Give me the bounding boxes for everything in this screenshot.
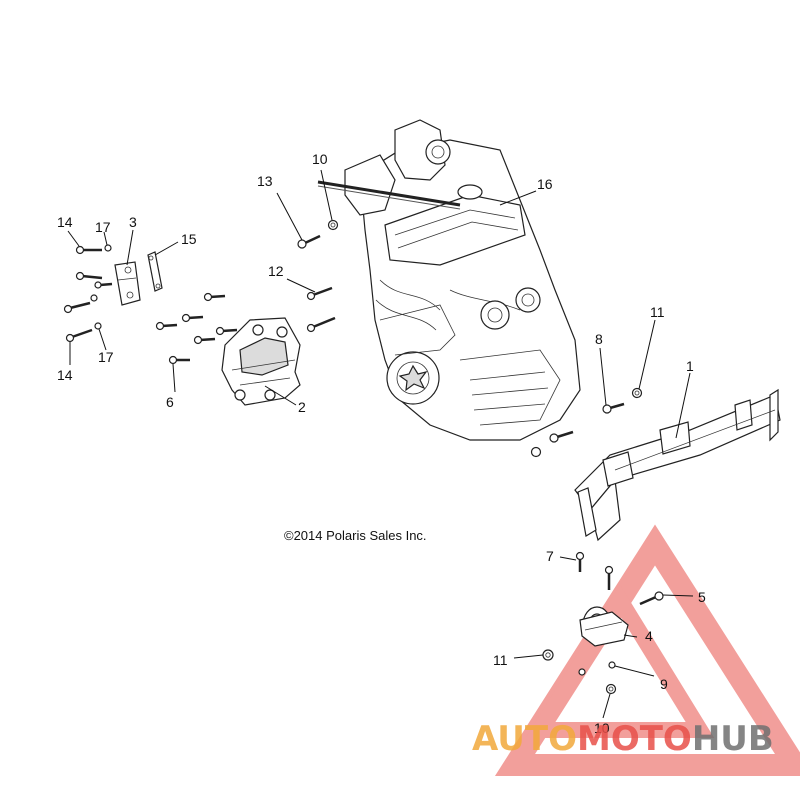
callout-5: 5 xyxy=(698,589,706,605)
callout-8: 8 xyxy=(595,331,603,347)
watermark-hub: HUB xyxy=(692,719,774,759)
callout-4: 4 xyxy=(645,628,653,644)
bracket-3 xyxy=(114,261,141,306)
callout-3: 3 xyxy=(129,214,137,230)
callout-15: 15 xyxy=(181,231,197,247)
callout-14-bottom: 14 xyxy=(57,367,73,383)
callout-17-top: 17 xyxy=(95,219,111,235)
callout-14-top: 14 xyxy=(57,214,73,230)
leader-lines xyxy=(67,169,694,719)
callout-1: 1 xyxy=(686,358,694,374)
watermark-triangle xyxy=(494,524,800,776)
crossmember-frame xyxy=(574,388,781,542)
callout-7: 7 xyxy=(546,548,554,564)
callout-16: 16 xyxy=(537,176,553,192)
callout-12: 12 xyxy=(268,263,284,279)
callout-labels: 1 2 3 4 5 6 7 8 9 10 10 11 11 12 13 14 1… xyxy=(57,151,706,736)
copyright-text: ©2014 Polaris Sales Inc. xyxy=(284,528,427,543)
callout-10-top: 10 xyxy=(312,151,328,167)
engine-assembly xyxy=(317,119,581,441)
engine-mount-bracket xyxy=(221,317,301,406)
fasteners xyxy=(63,219,664,695)
callout-9: 9 xyxy=(660,676,668,692)
callout-6: 6 xyxy=(166,394,174,410)
watermark-auto: AUTO xyxy=(472,719,577,759)
rubber-mount xyxy=(579,606,629,647)
callout-2: 2 xyxy=(298,399,306,415)
watermark-logo: AUTOMOTOHUB xyxy=(472,719,774,759)
callout-17-bottom: 17 xyxy=(98,349,114,365)
callout-11-top: 11 xyxy=(650,304,665,320)
callout-13: 13 xyxy=(257,173,273,189)
callout-11-bottom: 11 xyxy=(493,652,508,668)
callout-10-bottom: 10 xyxy=(594,720,610,736)
link-15 xyxy=(147,251,163,292)
watermark-moto: MOTO xyxy=(577,719,692,759)
